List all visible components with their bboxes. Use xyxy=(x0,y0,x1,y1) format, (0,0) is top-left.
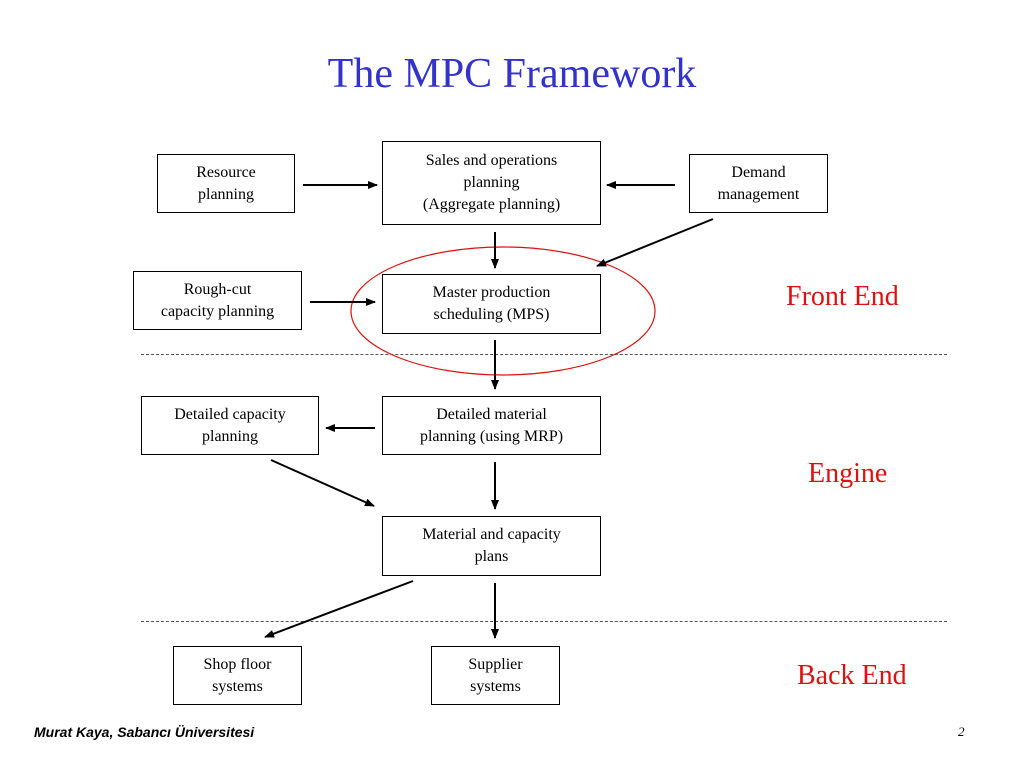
section-label-back-end: Back End xyxy=(797,660,907,691)
resource-planning-box: Resource planning xyxy=(157,154,295,213)
demand-management-box: Demand management xyxy=(689,154,828,213)
detailed-capacity-planning-label: Detailed capacity planning xyxy=(174,405,286,445)
demand-management-label: Demand management xyxy=(717,163,800,203)
mps-highlight-ellipse xyxy=(350,246,656,376)
detailed-material-planning-label: Detailed material planning (using MRP) xyxy=(419,405,564,445)
footer-author: Murat Kaya, Sabancı Üniversitesi xyxy=(34,724,255,740)
supplier-systems-label: Supplier systems xyxy=(468,655,523,695)
section-label-front-end: Front End xyxy=(786,281,899,312)
detailed-capacity-planning-box: Detailed capacity planning xyxy=(141,396,319,455)
master-production-scheduling-box: Master production scheduling (MPS) xyxy=(382,274,601,334)
arrow-plans-to-shopfloor xyxy=(264,580,414,638)
supplier-systems-box: Supplier systems xyxy=(431,646,560,705)
arrow-demand-to-mps xyxy=(596,218,714,267)
shop-floor-systems-label: Shop floor systems xyxy=(203,655,272,695)
slide-title: The MPC Framework xyxy=(327,51,697,97)
section-label-engine: Engine xyxy=(808,458,888,489)
arrow-capacity-to-plans xyxy=(270,459,375,507)
master-production-scheduling-label: Master production scheduling (MPS) xyxy=(432,284,551,323)
page-number: 2 xyxy=(958,724,965,739)
material-capacity-plans-label: Material and capacity plans xyxy=(422,526,561,565)
sales-operations-planning-box: Sales and operations planning (Aggregate… xyxy=(382,141,601,225)
rough-cut-capacity-planning-label: Rough-cut capacity planning xyxy=(160,280,275,320)
rough-cut-capacity-planning-box: Rough-cut capacity planning xyxy=(133,271,302,330)
sales-operations-planning-label: Sales and operations planning (Aggregate… xyxy=(422,152,561,213)
shop-floor-systems-box: Shop floor systems xyxy=(173,646,302,705)
detailed-material-planning-box: Detailed material planning (using MRP) xyxy=(382,396,601,455)
resource-planning-label: Resource planning xyxy=(196,163,256,203)
material-capacity-plans-box: Material and capacity plans xyxy=(382,516,601,576)
engine-back-end-divider xyxy=(141,621,947,622)
front-end-engine-divider xyxy=(141,354,947,355)
